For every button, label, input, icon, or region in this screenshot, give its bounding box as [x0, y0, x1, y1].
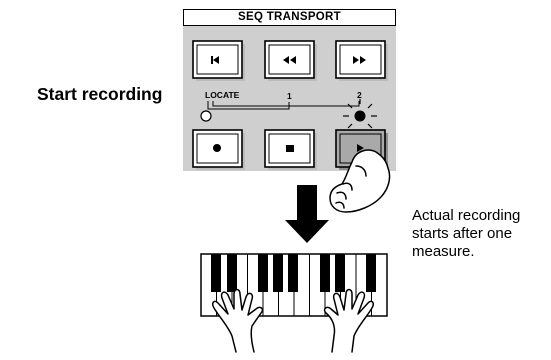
- locate-label: LOCATE: [205, 90, 240, 100]
- play-indicator-led: [343, 99, 377, 129]
- stop-icon: [286, 145, 294, 152]
- skip-to-start-button[interactable]: [192, 40, 245, 81]
- locate-bracket-lines: [207, 101, 360, 110]
- recording-note: Actual recording starts after one measur…: [412, 207, 550, 261]
- step-heading: Start recording: [37, 84, 163, 104]
- rewind-button[interactable]: [264, 40, 317, 81]
- locate-point-2-label: 2: [357, 90, 362, 100]
- right-hand-icon: [323, 288, 374, 353]
- fast-forward-button[interactable]: [335, 40, 388, 81]
- pressing-hand-icon: [329, 149, 391, 213]
- down-arrow-icon: [285, 185, 329, 243]
- record-icon: [213, 144, 221, 152]
- stop-button[interactable]: [264, 129, 317, 170]
- locate-indicator-led: [200, 110, 212, 122]
- fast-forward-icon: [353, 56, 366, 64]
- left-hand-icon: [212, 288, 264, 353]
- locate-point-1-label: 1: [287, 91, 292, 101]
- note-line-1: Actual recording: [412, 207, 521, 224]
- play-icon: [357, 144, 364, 152]
- skip-to-start-icon: [211, 56, 219, 64]
- note-line-2: starts after one: [412, 225, 513, 242]
- record-button[interactable]: [192, 129, 245, 170]
- panel-title: SEQ TRANSPORT: [183, 9, 396, 26]
- note-line-3: measure.: [412, 243, 475, 260]
- rewind-icon: [283, 56, 296, 64]
